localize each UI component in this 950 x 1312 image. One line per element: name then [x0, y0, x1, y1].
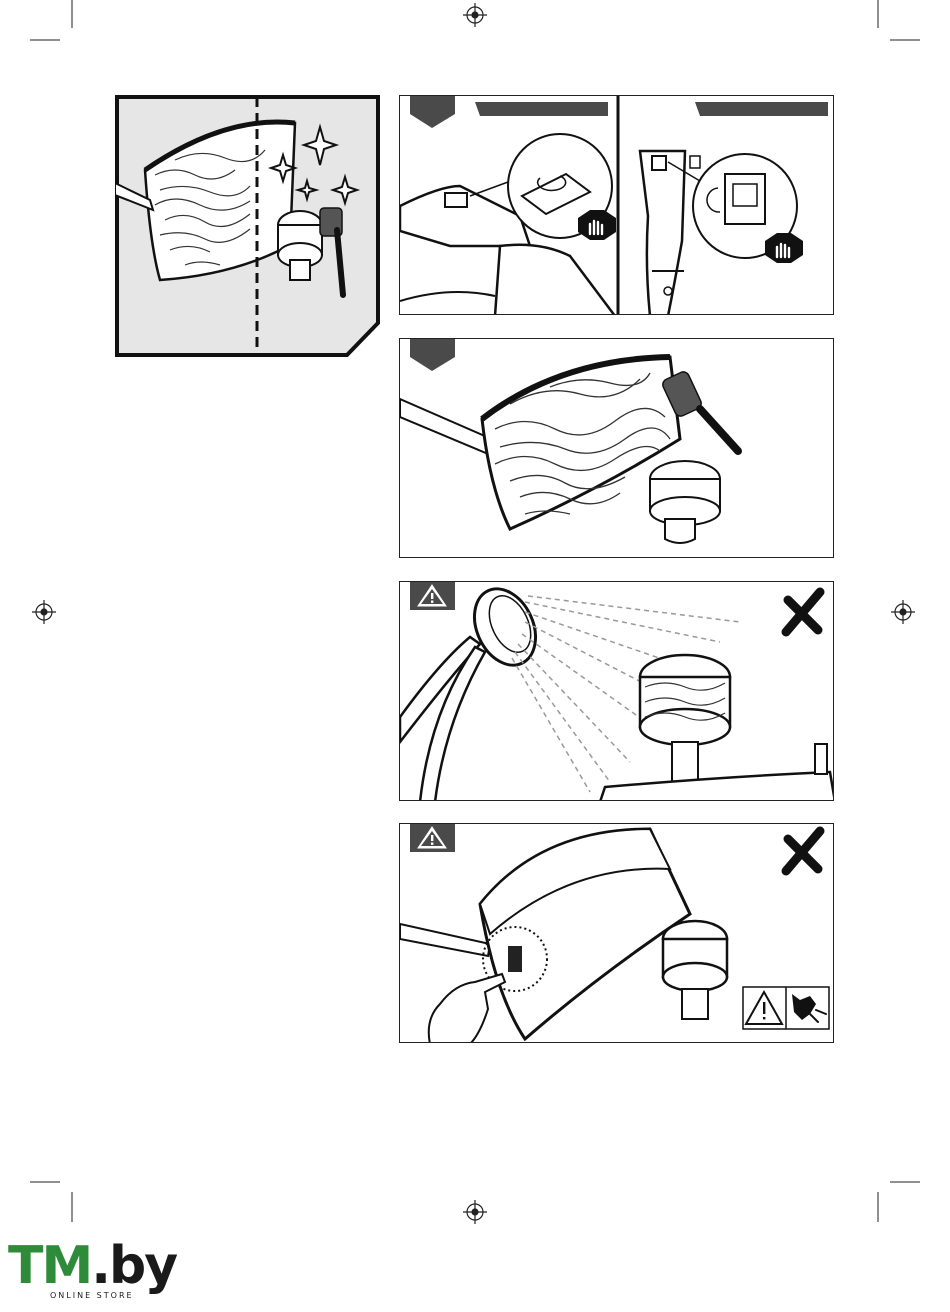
step-brush-clean-panel [399, 338, 834, 558]
step-switch-off-panel [399, 95, 834, 315]
clean-head-overview-panel [115, 95, 380, 357]
switch-off-illustration [400, 96, 834, 315]
tmby-logo[interactable]: TM.by ONLINE STORE [8, 1236, 158, 1306]
stop-hand-icon [578, 210, 616, 240]
no-water-illustration [400, 582, 834, 801]
logo-by: .by [91, 1236, 176, 1296]
warning-blade-cut-panel [399, 823, 834, 1043]
logo-tm: TM [8, 1236, 91, 1296]
hand-cut-hazard-icon [743, 987, 829, 1029]
registration-mark-icon [463, 3, 487, 27]
logo-wordmark: TM.by [8, 1236, 176, 1296]
warning-no-water-panel [399, 581, 834, 801]
x-mark-icon [786, 592, 820, 632]
brush-clean-illustration [400, 339, 834, 558]
logo-subtitle: ONLINE STORE [48, 1291, 136, 1300]
blade-cut-illustration [400, 824, 834, 1043]
